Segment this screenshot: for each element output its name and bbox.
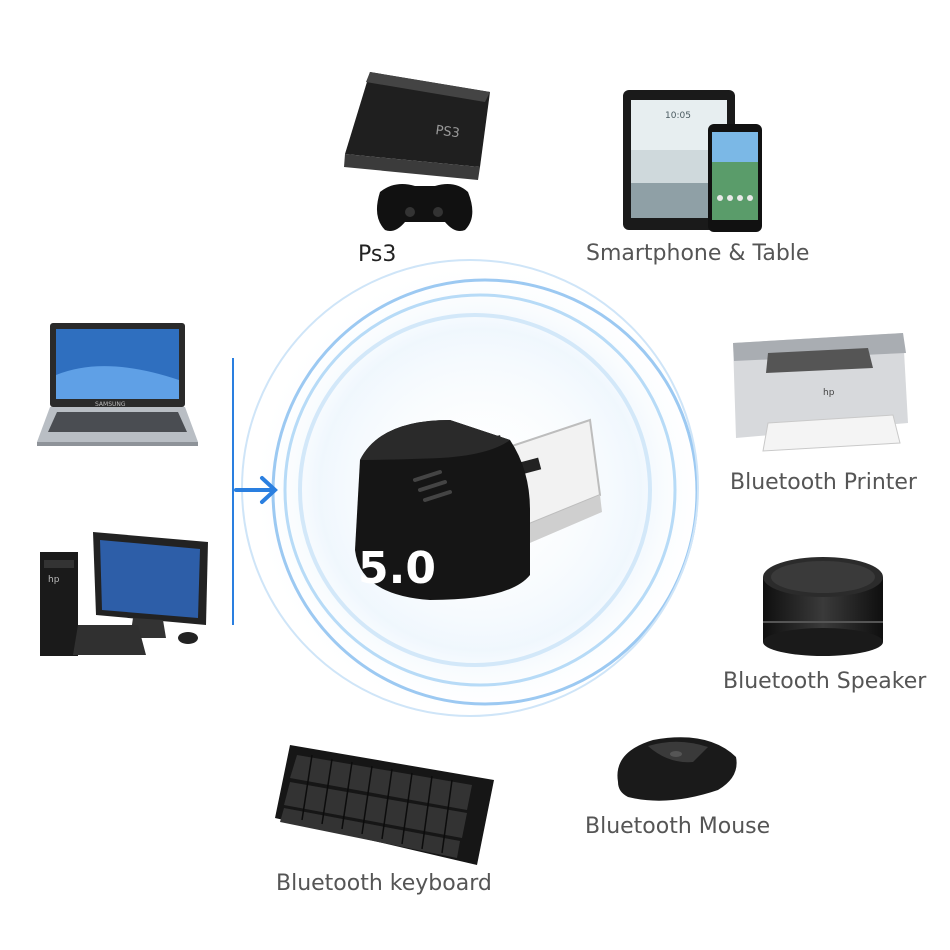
- tablet-clock: 10:05: [665, 111, 691, 121]
- keyboard-image: [275, 745, 494, 865]
- ps3-label: Ps3: [358, 242, 397, 267]
- printer-image: hp: [733, 333, 908, 452]
- ps3-logo: PS3: [434, 123, 460, 141]
- usb-dongle: 5.0: [355, 418, 602, 600]
- laptop-image: SAMSUNG: [37, 323, 198, 446]
- printer-logo: hp: [823, 388, 835, 398]
- desktop-pc-image: hp: [40, 532, 208, 656]
- ps3-console-image: PS3: [344, 72, 490, 231]
- smartphone-label: Smartphone & Table: [586, 241, 810, 266]
- pc-tower-logo: hp: [48, 575, 60, 585]
- mouse-image: [617, 737, 737, 801]
- tablet-smartphone-image: 10:05: [623, 90, 762, 232]
- speaker-label: Bluetooth Speaker: [723, 669, 927, 694]
- arrow-right-icon: [234, 476, 278, 504]
- mouse-label: Bluetooth Mouse: [585, 814, 771, 839]
- version-badge: 5.0: [358, 543, 436, 594]
- laptop-brand: SAMSUNG: [95, 401, 126, 408]
- printer-label: Bluetooth Printer: [730, 470, 917, 495]
- keyboard-label: Bluetooth keyboard: [276, 871, 492, 896]
- speaker-image: [763, 557, 883, 656]
